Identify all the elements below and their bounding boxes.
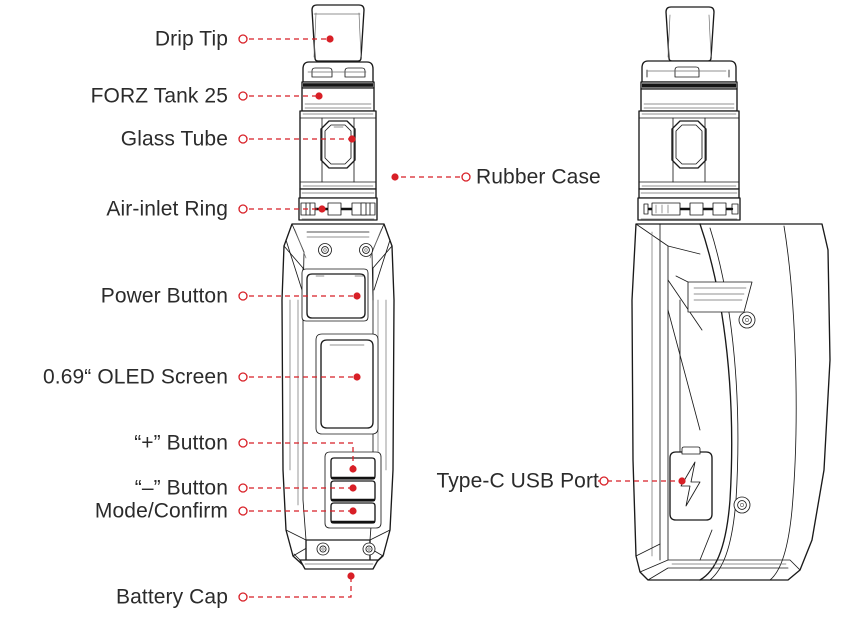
callout-label-minus-button: “–” Button: [134, 476, 228, 500]
screw-icon: [359, 243, 373, 257]
side-view: [631, 6, 831, 581]
callout-label-drip-tip: Drip Tip: [154, 27, 228, 51]
leader-drip-tip: [238, 34, 334, 44]
tank-top-cap: [301, 61, 375, 112]
leader-rubber-case: [391, 172, 471, 182]
oled-screen-part: [315, 333, 379, 435]
callout-label-type-c-usb-port: Type-C USB Port: [436, 469, 599, 493]
front-view: [281, 4, 395, 570]
callout-label-air-inlet-ring: Air-inlet Ring: [106, 197, 228, 221]
leader-lines: [238, 34, 686, 602]
leader-type-c-usb-port: [598, 476, 686, 486]
screw-icon: [316, 542, 330, 556]
screw-icon: [733, 496, 751, 514]
screw-icon: [318, 243, 332, 257]
callout-label-mode-confirm: Mode/Confirm: [94, 499, 228, 523]
side-glass-tube: [638, 110, 740, 190]
leader-battery-cap: [238, 572, 355, 602]
lightning-bolt-icon: [680, 461, 701, 507]
side-mod-body: [631, 223, 831, 581]
battery-cap-part: [293, 539, 385, 570]
side-air-inlet-ring: [637, 188, 741, 221]
side-tank-cap: [640, 60, 738, 112]
glass-tube-part: [299, 110, 377, 190]
leader-minus-button: [238, 483, 357, 493]
leader-plus-button: [238, 438, 357, 473]
callout-label-battery-cap: Battery Cap: [116, 585, 228, 609]
leader-power-button: [238, 291, 361, 301]
leader-forz-tank-25: [238, 91, 323, 101]
leader-oled-screen: [238, 372, 361, 382]
callout-label-glass-tube: Glass Tube: [120, 127, 228, 151]
screw-icon: [738, 311, 756, 329]
mod-body-front: [281, 223, 395, 567]
screw-icon: [362, 542, 376, 556]
callout-label-oled-screen: 0.69“ OLED Screen: [43, 365, 228, 389]
type-c-usb-port-part: [669, 446, 713, 521]
leader-mode-confirm: [238, 506, 357, 516]
leader-air-inlet-ring: [238, 204, 326, 214]
side-drip-tip: [665, 6, 715, 62]
power-button-part: [301, 268, 369, 322]
callout-label-plus-button: “+” Button: [134, 431, 228, 455]
air-inlet-ring-part: [298, 188, 378, 221]
leader-glass-tube: [238, 134, 356, 144]
drip-tip-part: [311, 4, 365, 62]
callout-label-power-button: Power Button: [100, 284, 228, 308]
callout-label-rubber-case: Rubber Case: [476, 165, 601, 189]
callout-label-forz-tank-25: FORZ Tank 25: [90, 84, 228, 108]
